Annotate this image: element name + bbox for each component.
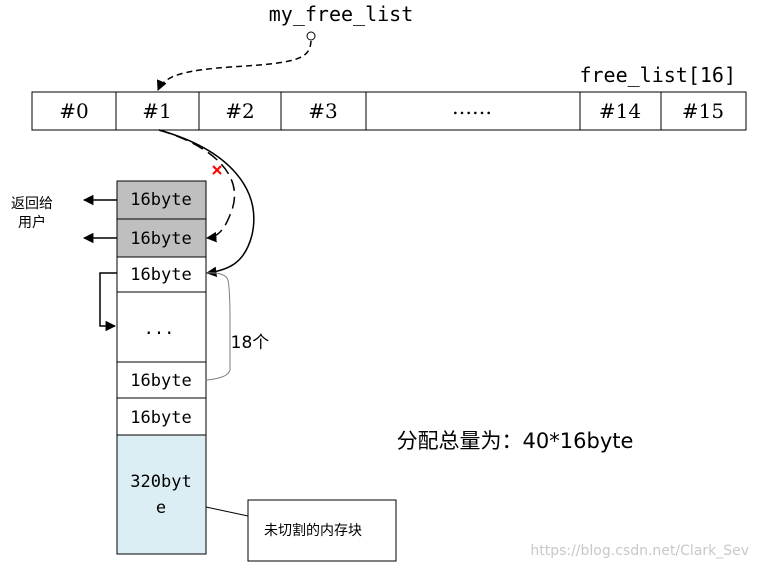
pointer-origin-dot xyxy=(306,31,316,41)
old-link-dashed xyxy=(158,129,236,243)
return-to-user-label: 用户 xyxy=(18,214,46,231)
chunk-label: 16byte xyxy=(130,265,191,285)
pointer-arrow xyxy=(156,40,312,91)
total-allocation-label: 分配总量为：40*16byte xyxy=(397,429,634,453)
return-to-user-label: 返回给 xyxy=(11,196,53,212)
array-cell-label: #1 xyxy=(142,99,171,123)
array-cell-label: #15 xyxy=(682,99,724,123)
array-cell-0 xyxy=(31,91,117,131)
chunk-label: 16byte xyxy=(130,190,191,210)
array-cell-label: …… xyxy=(452,95,492,119)
unsplit-callout-box xyxy=(247,499,397,562)
array-cell-2 xyxy=(198,91,282,131)
chunk-label: 16byte xyxy=(130,229,191,249)
unsplit-callout-label: 未切割的内存块 xyxy=(264,522,362,539)
array-cell-label: #3 xyxy=(308,99,337,123)
new-link-solid xyxy=(158,129,255,277)
array-cell-ellipsis xyxy=(365,91,581,131)
free-chunk-ellipsis xyxy=(116,291,207,363)
free-chunk xyxy=(116,256,207,293)
chunk-label: 320byt xyxy=(130,472,191,492)
chunk-label: 16byte xyxy=(130,371,191,391)
watermark: https://blog.csdn.net/Clark_Sev xyxy=(530,543,749,559)
array-cell-1 xyxy=(115,91,200,131)
array-label: free_list[16] xyxy=(579,63,736,87)
array-cell-15 xyxy=(660,91,747,131)
free-chunk xyxy=(116,361,207,399)
unsplit-memory-block xyxy=(116,434,207,555)
array-cell-14 xyxy=(579,91,662,131)
pointer-label: my_free_list xyxy=(269,2,414,26)
array-cell-label: #2 xyxy=(225,99,254,123)
count-label: 18个 xyxy=(231,333,270,353)
count-brace xyxy=(206,272,231,381)
array-cell-label: #14 xyxy=(599,99,641,123)
chunk-label: 16byte xyxy=(130,408,191,428)
array-cell-label: #0 xyxy=(59,99,88,123)
chunk-link-loop xyxy=(99,272,117,332)
callout-line xyxy=(205,506,249,517)
chunk-label: e xyxy=(156,498,166,518)
chunk-column: 16byte 16byte 16byte ... 16byte 16byte 3… xyxy=(116,180,207,555)
free-list-array: #0 #1 #2 #3 …… #14 #15 xyxy=(31,91,747,131)
cross-icon xyxy=(212,165,222,175)
chunk-label: ... xyxy=(144,319,175,339)
